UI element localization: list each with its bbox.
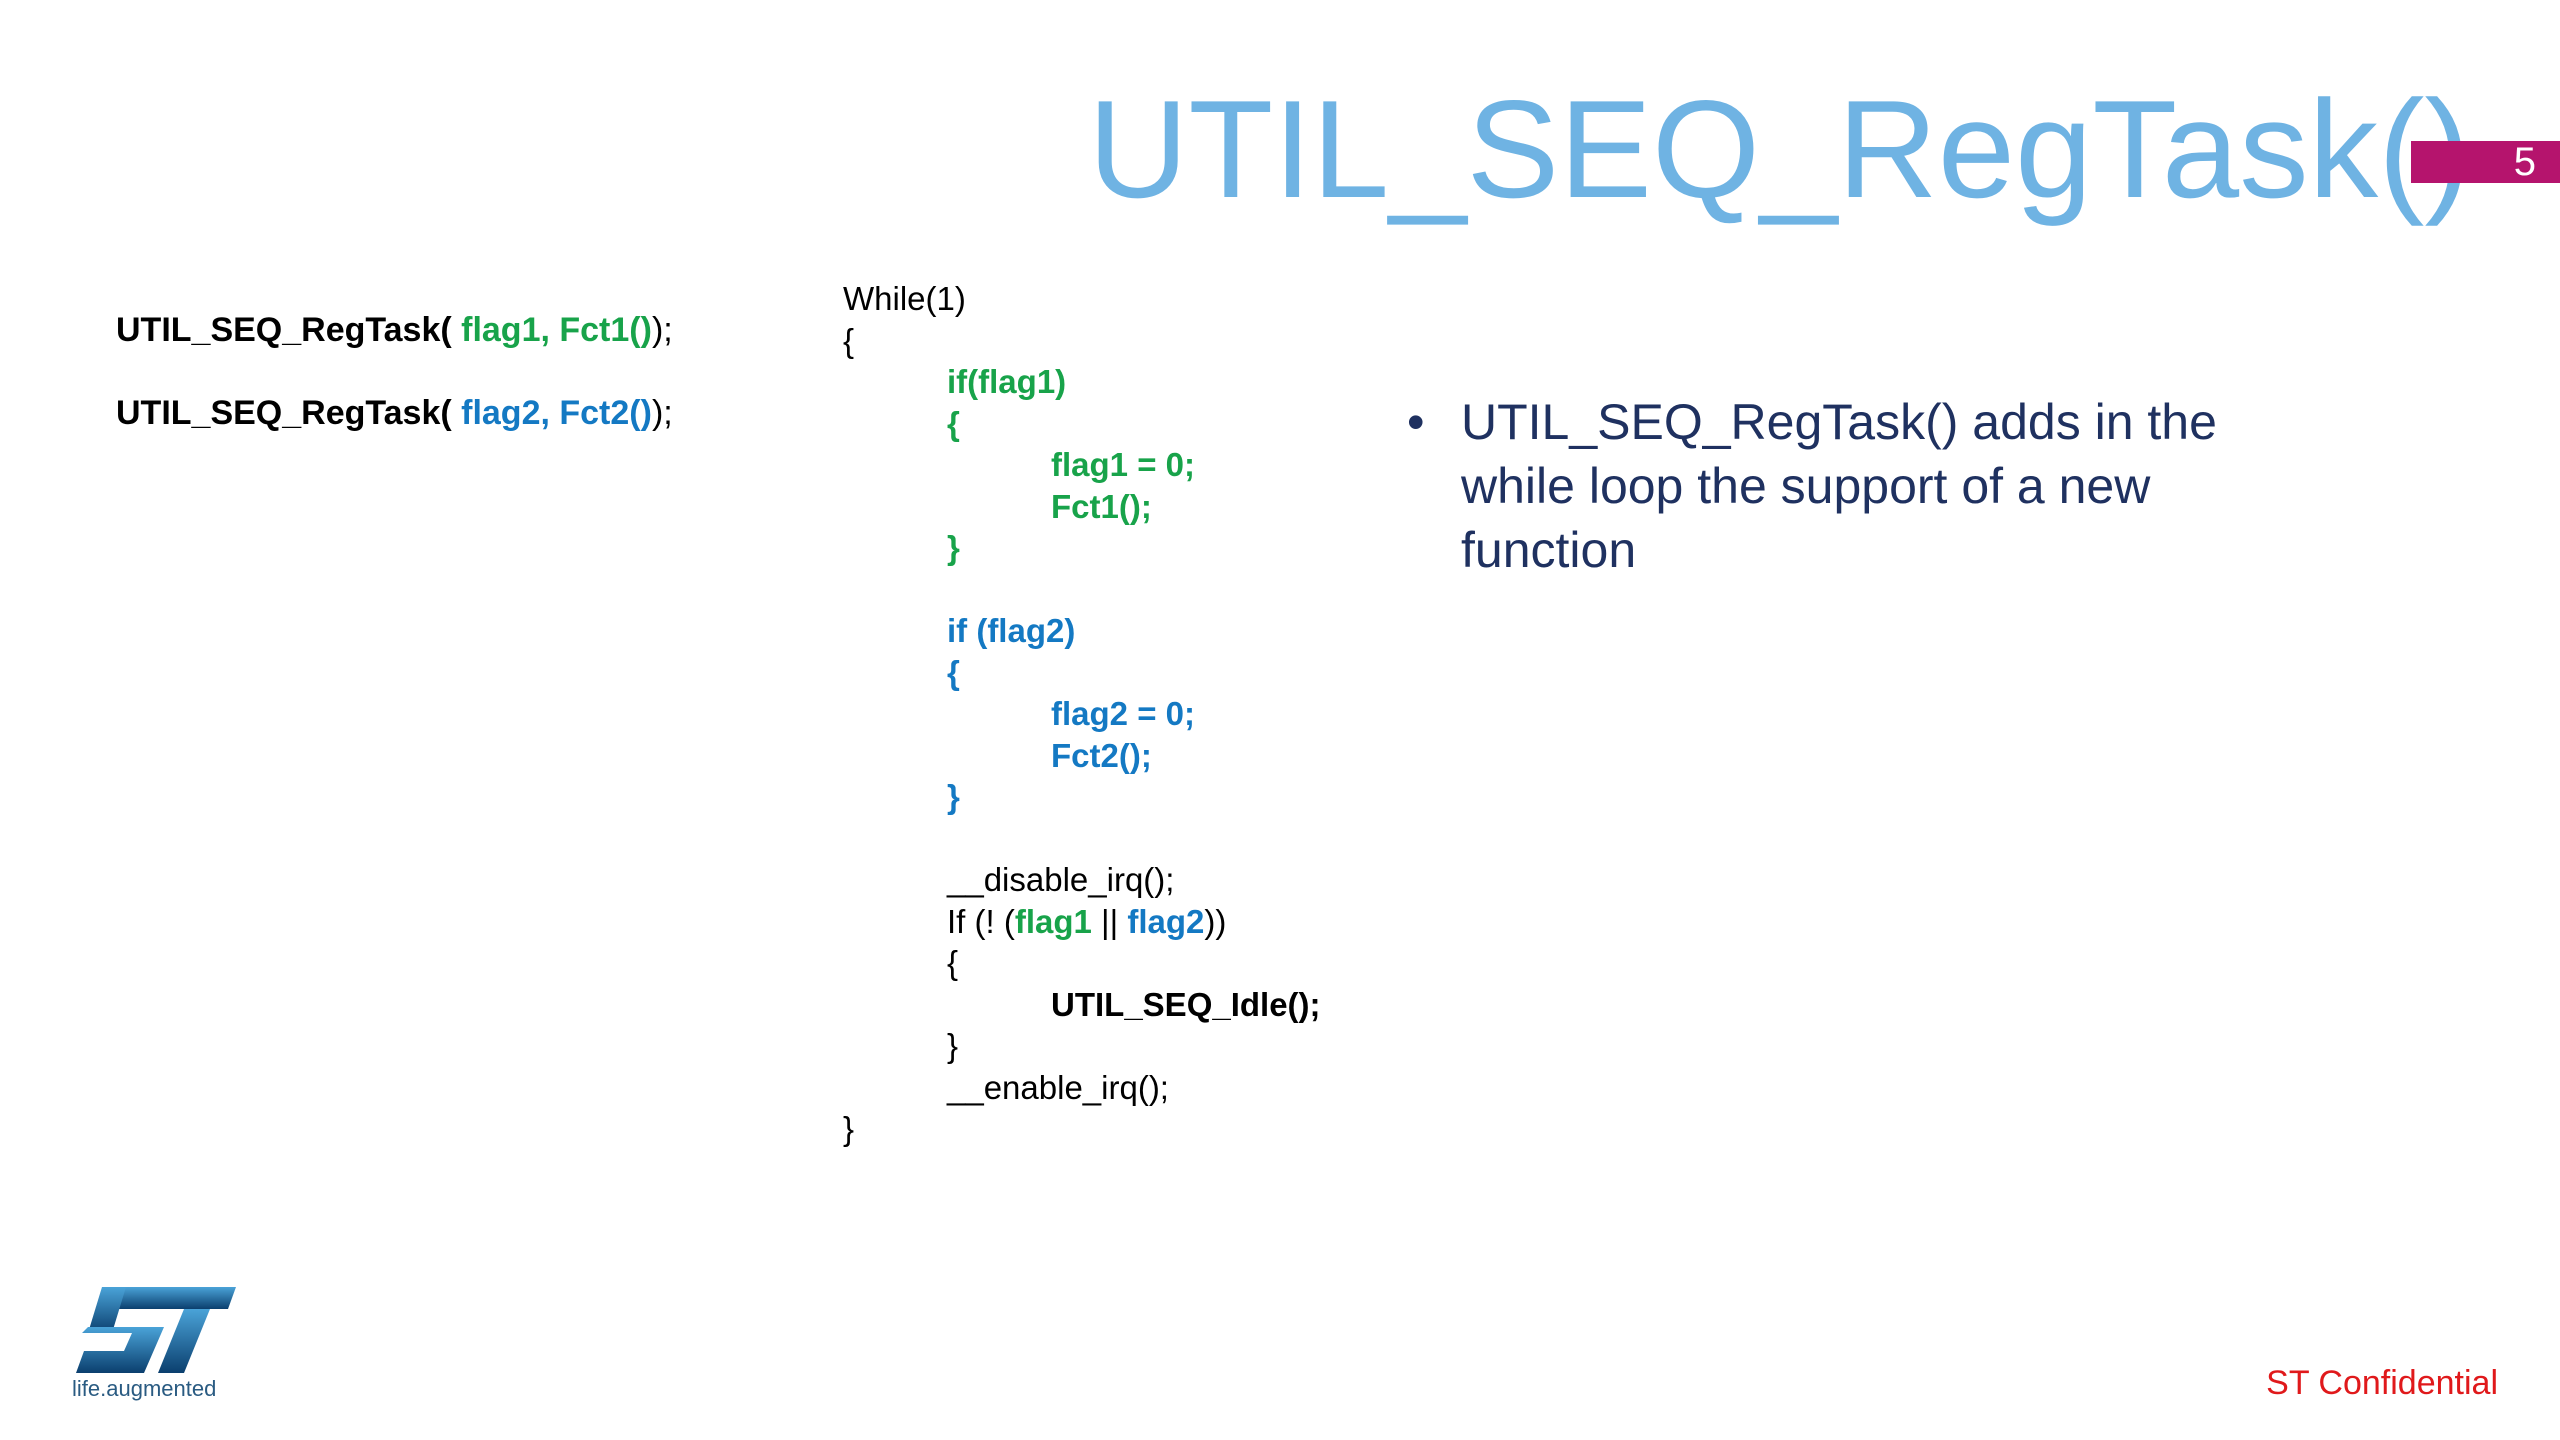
register-close: ); (651, 394, 673, 432)
slide-title: UTIL_SEQ_RegTask() (1088, 72, 2471, 227)
code-line: Fct2(); (1051, 736, 1152, 774)
code-blank-line (843, 569, 1321, 611)
register-close: ); (651, 311, 673, 349)
code-line: Fct1(); (1051, 487, 1152, 525)
confidential-label: ST Confidential (2266, 1364, 2498, 1402)
register-call: UTIL_SEQ_RegTask( (116, 311, 452, 349)
code-line: flag2 = 0; (1051, 695, 1195, 732)
code-line: } (843, 1110, 855, 1147)
code-line: } (947, 1027, 959, 1064)
code-token: )) (1204, 902, 1227, 940)
code-token-flag2: flag2 (1127, 902, 1205, 940)
code-line: } (947, 529, 960, 566)
while-loop-code: While(1) { if(flag1) { flag1 = 0; Fct1()… (843, 278, 1321, 1150)
code-line: if(flag1) (947, 363, 1067, 400)
bullet-point: • UTIL_SEQ_RegTask() adds in the while l… (1407, 390, 2287, 582)
code-line: If (! (flag1 || flag2)) (843, 901, 1321, 943)
code-token: If (! ( (947, 902, 1015, 940)
register-task-flag1: UTIL_SEQ_RegTask( flag1, Fct1()); (116, 310, 673, 350)
bullet-text: UTIL_SEQ_RegTask() adds in the while loo… (1461, 394, 2217, 578)
register-args-flag1: flag1, Fct1() (451, 311, 652, 349)
code-line: While(1) (843, 280, 966, 317)
code-line: { (947, 653, 960, 691)
code-line: { (947, 944, 959, 981)
st-logo-icon (76, 1287, 236, 1373)
code-line: __enable_irq(); (947, 1068, 1169, 1106)
registration-calls: UTIL_SEQ_RegTask( flag1, Fct1()); UTIL_S… (116, 310, 673, 433)
logo-tagline: life.augmented (72, 1376, 217, 1401)
code-line: if (flag2) (947, 612, 1076, 649)
register-args-flag2: flag2, Fct2() (451, 394, 652, 432)
bullet-marker: • (1407, 394, 1425, 450)
register-task-flag2: UTIL_SEQ_RegTask( flag2, Fct2()); (116, 393, 673, 433)
page-number-badge: 5 (2411, 141, 2560, 183)
code-token: || (1091, 902, 1128, 940)
code-token-flag1: flag1 (1014, 902, 1092, 940)
code-line: UTIL_SEQ_Idle(); (1051, 985, 1321, 1023)
code-line: flag1 = 0; (1051, 446, 1195, 483)
code-blank-line (843, 818, 1321, 860)
code-line: } (947, 778, 960, 815)
code-line: __disable_irq(); (947, 861, 1175, 898)
code-line: { (843, 321, 855, 359)
register-call: UTIL_SEQ_RegTask( (116, 394, 452, 432)
code-line: { (947, 404, 960, 442)
